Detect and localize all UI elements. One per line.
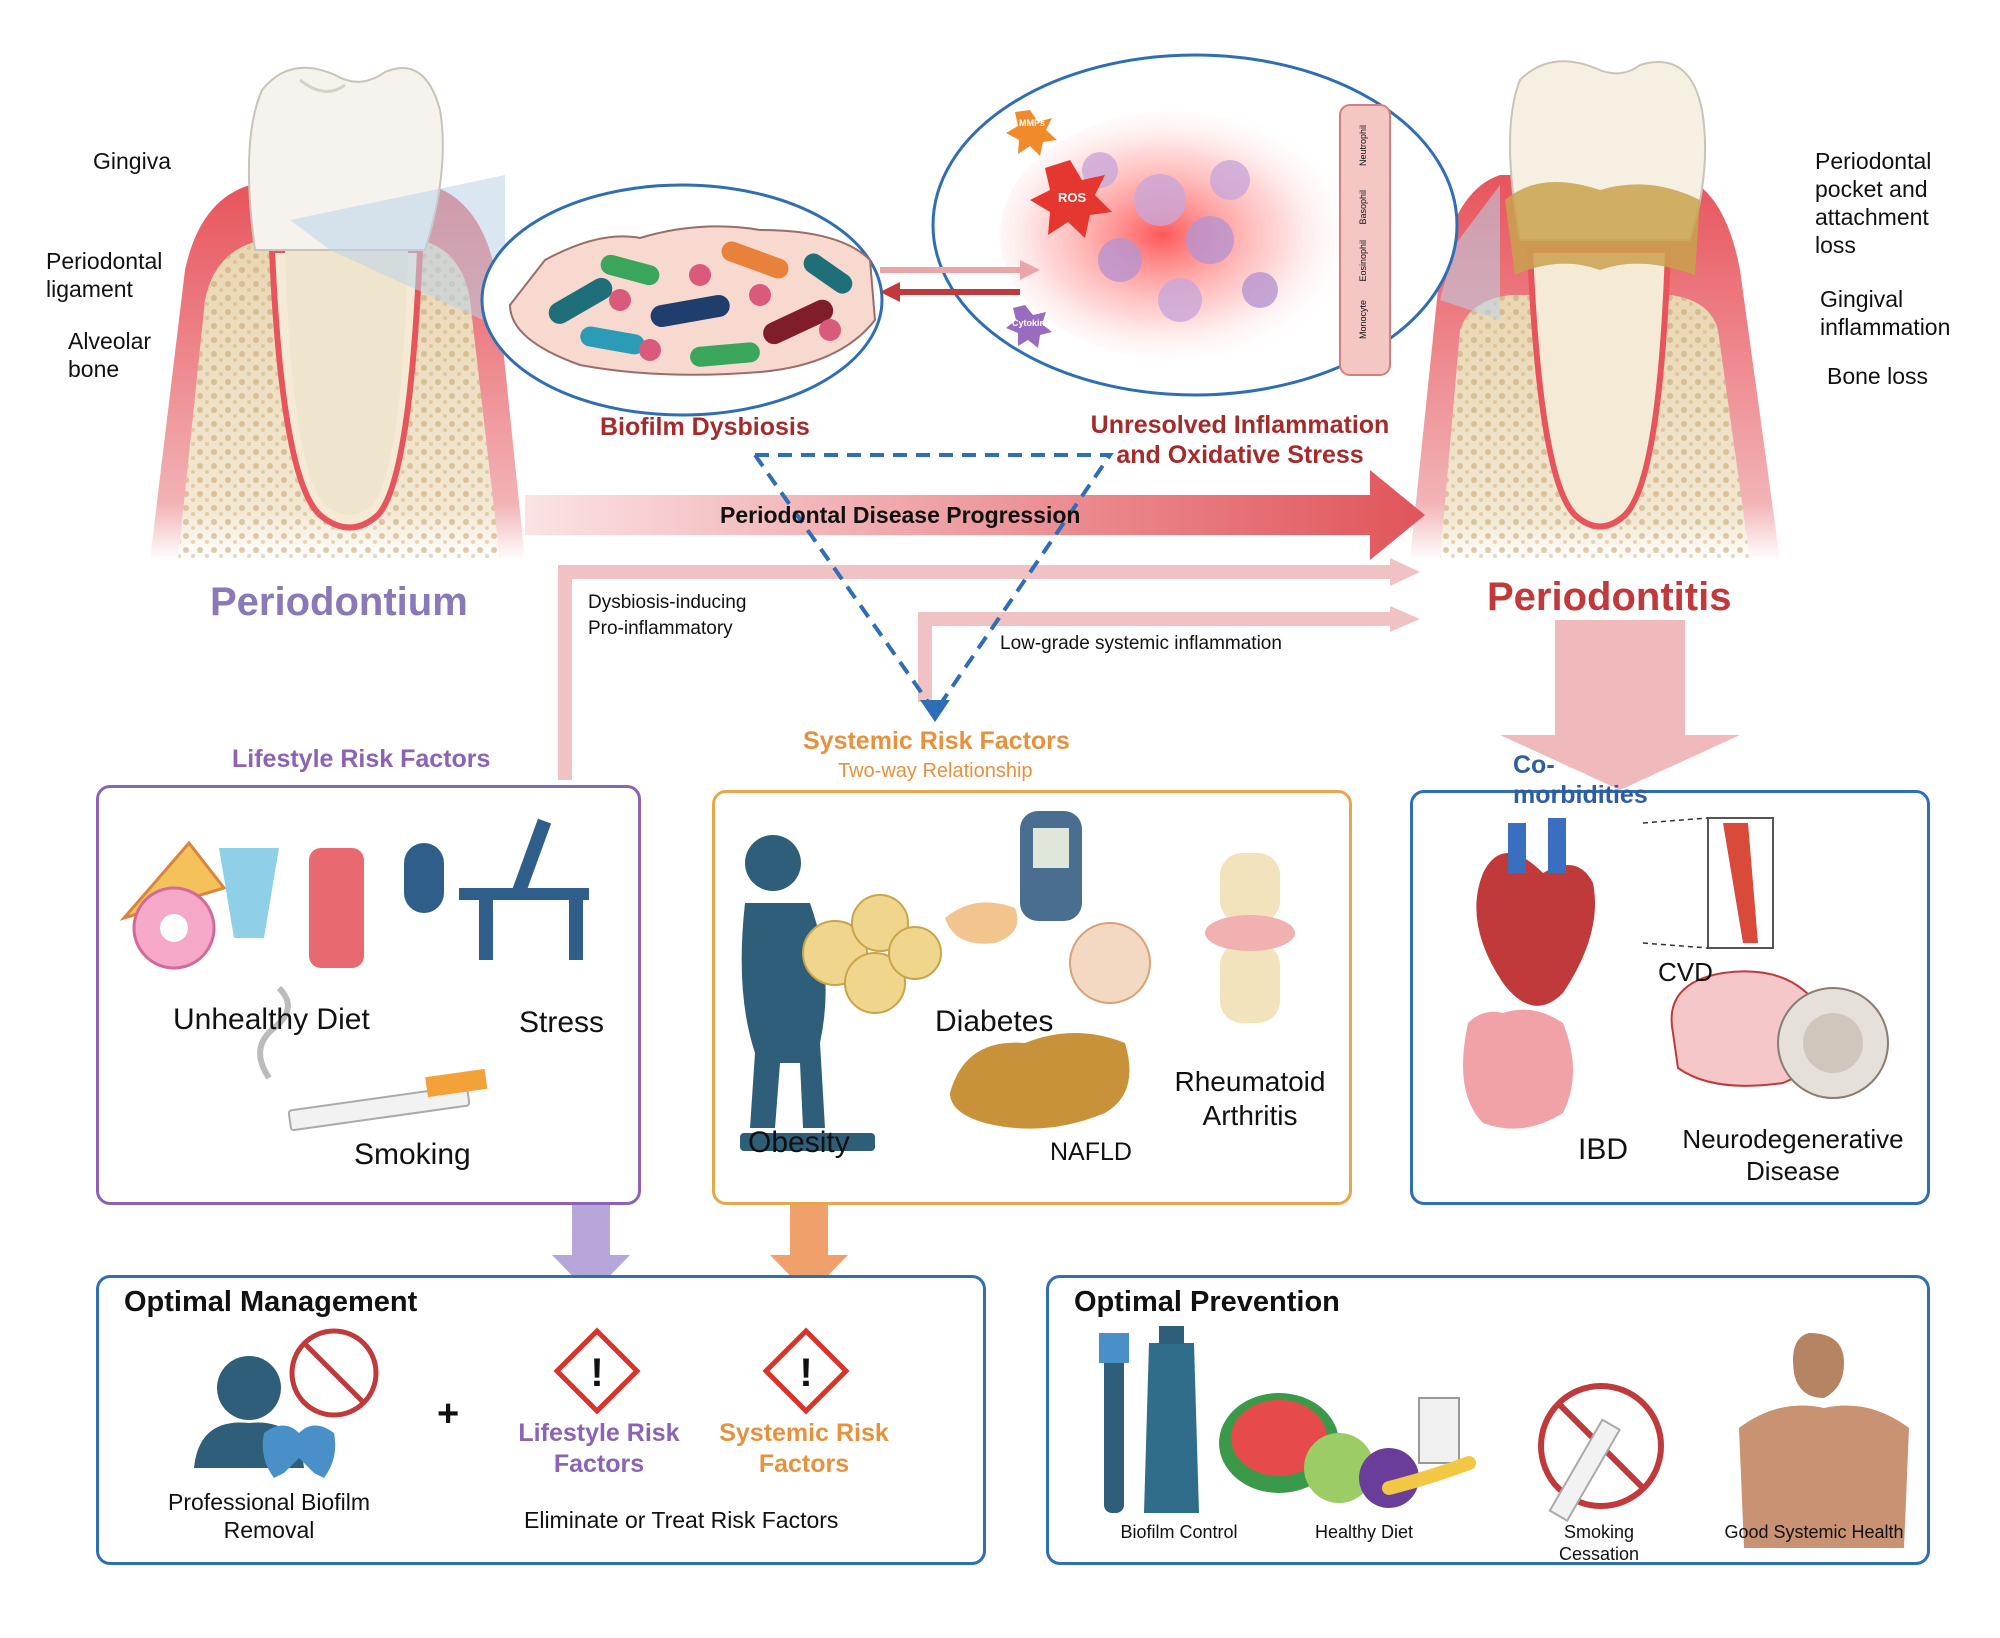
cvd-label: CVD bbox=[1658, 957, 1713, 987]
biofilm-dysbiosis-label: Biofilm Dysbiosis bbox=[600, 413, 810, 441]
progression-label: Periodontal Disease Progression bbox=[720, 502, 1081, 528]
management-box: Optimal Management ! ! + Professional Bi… bbox=[96, 1275, 986, 1565]
immune-cells bbox=[1082, 152, 1278, 322]
diseased-tooth-illustration bbox=[1410, 60, 1780, 560]
gingival-inflammation-label: Gingival inflammation bbox=[1820, 286, 1951, 340]
systemic-subtitle: Two-way Relationship bbox=[838, 760, 1033, 782]
lifestyle-box: Unhealthy Diet Stress Smoking bbox=[96, 785, 641, 1205]
toothbrush-icon bbox=[1104, 1343, 1124, 1513]
low-grade-label: Low-grade systemic inflammation bbox=[1000, 633, 1282, 654]
prevention-box: Optimal Prevention Biofilm Control Healt… bbox=[1046, 1275, 1930, 1565]
eosinophil-label: Eosinophil bbox=[1358, 240, 1368, 282]
systemic-down-arrow bbox=[770, 1205, 848, 1295]
systemic-box: Obesity Diabetes NAFLD Rheumatoid Arthri… bbox=[712, 790, 1352, 1205]
blood-vessel bbox=[1339, 104, 1391, 376]
cocktail-icon bbox=[219, 848, 279, 938]
ros-label: ROS bbox=[1058, 190, 1087, 205]
cigarette-icon bbox=[287, 1084, 471, 1132]
bottle-icon bbox=[309, 848, 364, 968]
toothpaste-icon bbox=[1144, 1343, 1199, 1513]
comorbidity-arrow bbox=[1500, 620, 1740, 790]
plus-sign: + bbox=[437, 1393, 460, 1435]
patient-icon bbox=[217, 1356, 281, 1420]
alveolar-bone-label: Alveolar bone bbox=[68, 328, 152, 382]
periodontal-ligament-label: Periodontal ligament bbox=[46, 248, 163, 302]
good-health-label: Good Systemic Health bbox=[1724, 1522, 1904, 1542]
stress-label: Stress bbox=[519, 1006, 605, 1039]
milk-icon bbox=[1418, 1397, 1460, 1464]
healthy-diet-label: Healthy Diet bbox=[1314, 1522, 1414, 1542]
eliminate-label: Eliminate or Treat Risk Factors bbox=[524, 1507, 839, 1533]
neutrophil-label: Neutrophil bbox=[1358, 125, 1368, 167]
management-title: Optimal Management bbox=[124, 1286, 418, 1318]
svg-text:!: ! bbox=[590, 1351, 603, 1395]
healthy-person-icon bbox=[1793, 1333, 1844, 1398]
warning-systemic-icon bbox=[762, 1327, 850, 1415]
tooth-icon bbox=[262, 1425, 336, 1478]
obesity-label: Obesity bbox=[748, 1126, 850, 1159]
mmps-label: MMPs bbox=[1019, 118, 1046, 128]
zoom-wedge-left bbox=[290, 175, 505, 330]
cytokines-label: Cytokines bbox=[1012, 318, 1056, 328]
professional-label: Professional Biofilm Removal bbox=[168, 1489, 370, 1543]
obesity-person-icon bbox=[745, 835, 801, 891]
unhealthy-diet-label: Unhealthy Diet bbox=[173, 1003, 370, 1036]
periodontitis-title: Periodontitis bbox=[1487, 575, 1732, 619]
comorbidities-title: Co- morbidities bbox=[1513, 751, 1648, 809]
prevention-title: Optimal Prevention bbox=[1074, 1286, 1340, 1318]
ros-burst bbox=[1030, 160, 1112, 238]
ra-label: Rheumatoid Arthritis bbox=[1174, 1066, 1326, 1131]
intestine-icon bbox=[1463, 1009, 1573, 1129]
cabbage-icon bbox=[1304, 1433, 1374, 1503]
periodontium-title: Periodontium bbox=[210, 580, 468, 624]
bacteria-rods bbox=[548, 241, 853, 367]
banana-icon bbox=[1382, 1456, 1476, 1495]
smoking-label: Smoking bbox=[354, 1138, 471, 1171]
biofilm-control-label: Biofilm Control bbox=[1120, 1522, 1238, 1542]
gingiva-label: Gingiva bbox=[93, 148, 171, 174]
neuro-label: Neurodegenerative Disease bbox=[1682, 1124, 1904, 1186]
diabetes-label: Diabetes bbox=[935, 1005, 1054, 1038]
warning-lifestyle-icon bbox=[553, 1327, 641, 1415]
mgmt-lifestyle-label: Lifestyle Risk Factors bbox=[518, 1419, 680, 1478]
comorbidities-box: Co- morbidities CVD IBD Neurodegenerativ… bbox=[1410, 751, 1930, 1205]
cytokines-burst bbox=[1006, 305, 1052, 348]
svg-text:!: ! bbox=[799, 1351, 812, 1395]
pancreas-icon bbox=[945, 902, 1018, 944]
unresolved-inflammation-label: Unresolved Inflammation and Oxidative St… bbox=[1090, 411, 1390, 469]
stressed-person-icon bbox=[404, 843, 444, 913]
joint-icon bbox=[1220, 853, 1280, 923]
mgmt-systemic-label: Systemic Risk Factors bbox=[719, 1419, 889, 1478]
zoom-wedge-right bbox=[1440, 185, 1500, 320]
liver-icon bbox=[950, 1033, 1130, 1129]
lifestyle-down-arrow bbox=[552, 1205, 630, 1295]
bone-loss-label: Bone loss bbox=[1827, 363, 1929, 389]
systemic-title: Systemic Risk Factors bbox=[803, 727, 1070, 755]
monocyte-label: Monocyte bbox=[1358, 300, 1368, 340]
smoking-cessation-label: Smoking Cessation bbox=[1558, 1522, 1640, 1564]
lifestyle-title: Lifestyle Risk Factors bbox=[232, 745, 491, 773]
progression-arrow bbox=[525, 470, 1425, 560]
pocket-label: Periodontal pocket and attachment loss bbox=[1815, 148, 1932, 258]
dysbiosis-inducing-label: Dysbiosis-inducing Pro-inflammatory bbox=[588, 592, 747, 639]
nafld-label: NAFLD bbox=[1050, 1138, 1132, 1166]
healthy-tooth-illustration bbox=[150, 66, 525, 560]
basophil-label: Basophil bbox=[1358, 190, 1368, 225]
grapes-icon bbox=[1359, 1448, 1419, 1508]
ibd-label: IBD bbox=[1578, 1133, 1629, 1166]
mmps-burst bbox=[1006, 110, 1057, 156]
heart-icon bbox=[1476, 853, 1595, 1006]
